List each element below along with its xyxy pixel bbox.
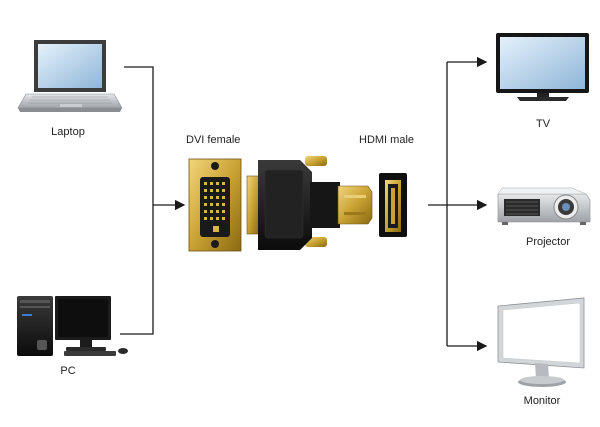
- right-connectors: [428, 56, 488, 352]
- laptop-icon: [17, 40, 123, 112]
- monitor-icon: [497, 297, 585, 387]
- hdmi-male-label: HDMI male: [359, 134, 415, 146]
- tv-icon: [496, 33, 589, 101]
- monitor-label: Monitor: [523, 395, 561, 407]
- laptop-label: Laptop: [51, 126, 85, 138]
- dvi-hdmi-adapter-icon: [246, 156, 373, 250]
- dvi-female-connector-icon: [188, 158, 242, 252]
- tv-label: TV: [535, 118, 551, 130]
- dvi-female-label: DVI female: [186, 134, 241, 146]
- left-connectors: [120, 66, 186, 335]
- pc-icon: [17, 296, 128, 356]
- projector-label: Projector: [525, 236, 571, 248]
- projector-icon: [497, 187, 591, 225]
- laptop-line: [120, 66, 154, 335]
- hdmi-male-connector-icon: [379, 173, 407, 237]
- pc-label: PC: [60, 365, 76, 377]
